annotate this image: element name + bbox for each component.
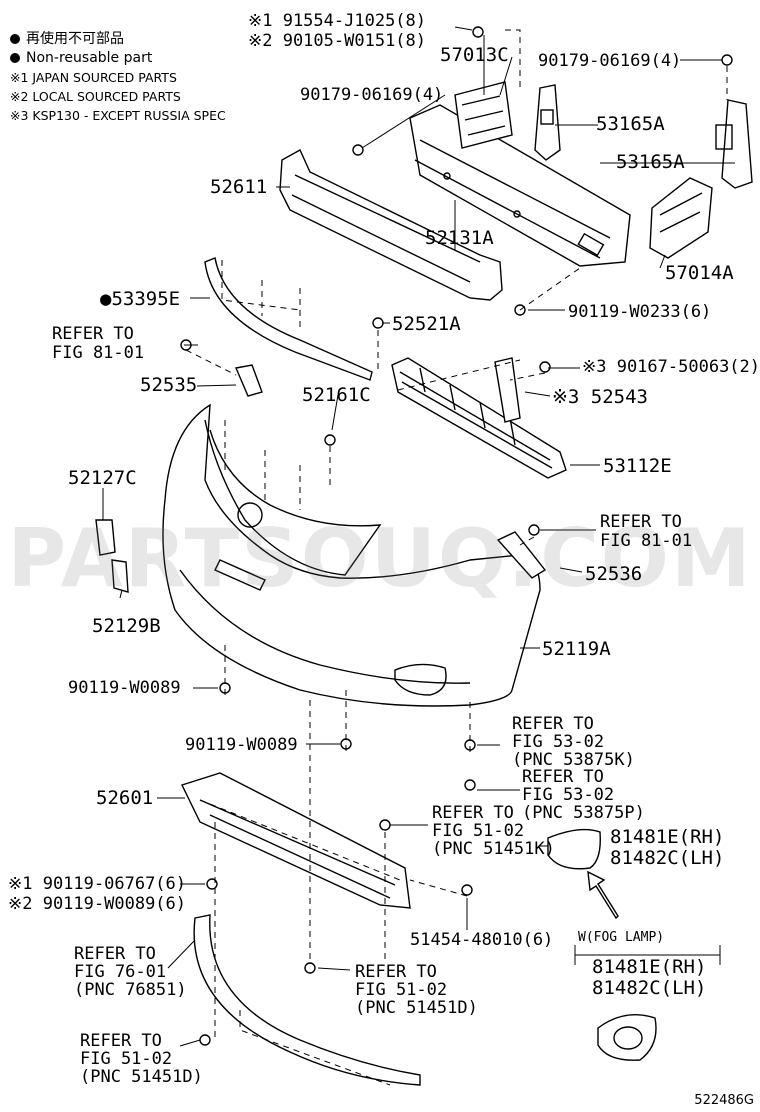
part-label: 52129B xyxy=(92,615,161,637)
reference-label: (PNC 51451K) xyxy=(432,839,555,859)
under-cover-52601 xyxy=(181,772,411,909)
reference-label: REFER TO xyxy=(355,962,437,982)
part-label: 53165A xyxy=(616,151,685,173)
part-label: 90119-W0089 xyxy=(68,678,181,698)
bumper-cover-52119a xyxy=(162,403,541,707)
part-label: 51454-48010(6) xyxy=(410,930,554,950)
reference-label: REFER TO xyxy=(600,512,682,532)
molding-53395e xyxy=(204,257,373,381)
part-label: 53112E xyxy=(603,455,672,477)
part-label: ※2 90105-W0151(8) xyxy=(248,31,427,51)
fog-lamp-title: W(FOG LAMP) xyxy=(578,930,665,945)
part-label: ●53395E xyxy=(100,288,181,310)
fog-cover-81481e-alt xyxy=(597,1014,657,1061)
reference-label: REFER TO xyxy=(512,714,594,734)
reference-label: (PNC 53875P) xyxy=(522,803,645,823)
bracket-53165a-right xyxy=(715,99,753,189)
part-label: 53165A xyxy=(596,113,665,135)
part-label: 90179-06169(4) xyxy=(300,85,444,105)
reference-label: FIG 51-02 xyxy=(355,980,448,1000)
part-label: 52535 xyxy=(140,374,198,396)
reference-label: (PNC 51451D) xyxy=(80,1067,203,1087)
bracket-57013c xyxy=(454,81,513,149)
part-label: ※3 90167-50063(2) xyxy=(582,357,760,377)
legend-note-1: ※1 JAPAN SOURCED PARTS xyxy=(10,70,177,85)
reference-label: REFER TO xyxy=(74,944,156,964)
pointer-arrow xyxy=(587,870,619,920)
reference-label: REFER TO xyxy=(432,803,514,823)
part-label: 57013C xyxy=(440,44,509,66)
retainer-52535 xyxy=(235,364,263,397)
part-label: 90119-W0233(6) xyxy=(568,302,712,322)
part-label: ※1 91554-J1025(8) xyxy=(248,11,427,31)
part-label: 81482C(LH) xyxy=(610,847,725,869)
part-label: 52536 xyxy=(585,563,643,585)
reference-label: FIG 51-02 xyxy=(80,1049,173,1069)
reference-label: FIG 53-02 xyxy=(512,732,605,752)
lower-grille-53112e xyxy=(391,357,567,479)
reference-label: FIG 51-02 xyxy=(432,821,525,841)
retainer-52536 xyxy=(496,531,547,579)
reference-label: REFER TO xyxy=(52,324,134,344)
part-label: 90119-W0089 xyxy=(185,735,298,755)
reference-label: REFER TO xyxy=(522,767,604,787)
bracket-52543 xyxy=(494,357,521,423)
part-label: 81482C(LH) xyxy=(592,977,707,999)
part-label: 52127C xyxy=(68,467,137,489)
part-label: 52601 xyxy=(96,787,154,809)
leader-lines xyxy=(102,26,735,1047)
reference-label: REFER TO xyxy=(80,1031,162,1051)
part-label: 90179-06169(4) xyxy=(538,51,682,71)
part-label: 52521A xyxy=(392,313,461,335)
fasteners xyxy=(180,26,733,1046)
reference-label: (PNC 76851) xyxy=(74,980,187,1000)
part-label: ※1 90119-06767(6) xyxy=(8,874,187,894)
bullet-icon xyxy=(10,53,20,63)
lower-spoiler xyxy=(193,914,421,1086)
part-label: 52119A xyxy=(542,638,611,660)
reference-label: FIG 81-01 xyxy=(52,343,145,363)
reference-label: FIG 76-01 xyxy=(74,962,167,982)
legend-note-2: ※2 LOCAL SOURCED PARTS xyxy=(10,89,181,104)
legend-non-reusable: Non-reusable part xyxy=(10,49,226,68)
dashed-guide-lines xyxy=(185,29,728,1086)
reference-label: FIG 81-01 xyxy=(600,531,693,551)
legend-note-3: ※3 KSP130 - EXCEPT RUSSIA SPEC xyxy=(10,108,226,123)
bullet-icon xyxy=(10,34,20,44)
part-label: 57014A xyxy=(665,262,734,284)
bracket-57014a xyxy=(649,177,713,259)
reference-label: (PNC 53875K) xyxy=(512,750,635,770)
fog-cover-81481e xyxy=(547,828,601,870)
energy-absorber-52611 xyxy=(279,149,503,301)
diagram-code: 522486G xyxy=(694,1093,754,1108)
part-label: 52131A xyxy=(425,227,494,249)
legend-reuse-jp: 再使用不可部品 xyxy=(10,30,226,49)
reference-label: (PNC 51451D) xyxy=(355,998,478,1018)
reference-label: FIG 53-02 xyxy=(522,785,615,805)
part-label: 52611 xyxy=(210,176,268,198)
cover-52127c xyxy=(95,519,116,556)
bracket-53165a-left xyxy=(534,84,561,161)
legend: 再使用不可部品 Non-reusable part ※1 JAPAN SOURC… xyxy=(10,30,226,125)
part-label: ※2 90119-W0089(6) xyxy=(8,894,187,914)
part-label: 81481E(RH) xyxy=(610,826,725,848)
part-label: 52161C xyxy=(302,384,371,406)
part-label: ※3 52543 xyxy=(552,386,648,408)
cover-52129b xyxy=(111,559,129,593)
part-label: 81481E(RH) xyxy=(592,956,707,978)
